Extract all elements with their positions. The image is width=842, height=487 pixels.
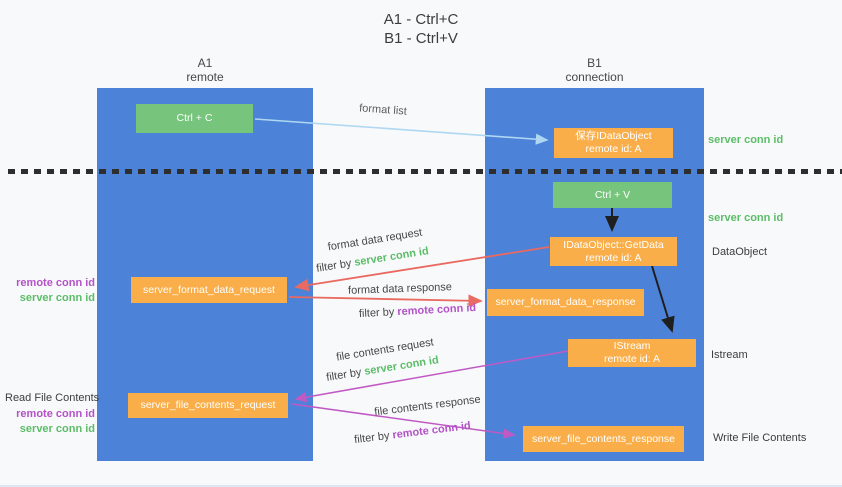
- server-conn-id-annotation-2: server conn id: [19, 423, 95, 435]
- file-contents-response-arrow: [291, 403, 516, 439]
- server-file-contents-request-node: server_file_contents_request: [128, 393, 288, 418]
- remote-conn-id-annotation-2: remote conn id: [16, 408, 95, 420]
- istream-annotation: Istream: [711, 349, 748, 361]
- getdata-line2: remote id: A: [585, 251, 642, 264]
- server-format-data-response-label: server_format_data_response: [495, 296, 636, 308]
- format-request-conn-id-block: remote conn id server conn id: [5, 276, 95, 306]
- server-file-contents-request-label: server_file_contents_request: [140, 399, 276, 411]
- getdata-to-istream-arrow: [651, 265, 675, 333]
- remote-conn-id-annotation-1: remote conn id: [16, 277, 95, 289]
- format-data-request-arrow: [294, 246, 550, 292]
- title-line-1: A1 - Ctrl+C: [383, 11, 459, 28]
- filter-by-text-2: filter by: [358, 306, 395, 321]
- server-format-data-request-node: server_format_data_request: [131, 277, 287, 303]
- diagram-title: A1 - Ctrl+C B1 - Ctrl+V: [0, 10, 842, 48]
- server-conn-id-annotation-mid: server conn id: [708, 212, 784, 224]
- server-file-contents-response-node: server_file_contents_response: [523, 426, 684, 452]
- istream-line2: remote id: A: [603, 353, 661, 365]
- left-column-name: A1: [197, 56, 213, 70]
- save-idataobject-line1: 保存IDataObject: [575, 130, 652, 142]
- right-column-header: B1 connection: [485, 56, 704, 84]
- read-file-contents-annotation: Read File Contents: [5, 392, 100, 404]
- machine-separator-dashed-line: [8, 169, 842, 174]
- server-file-contents-response-label: server_file_contents_response: [531, 432, 675, 445]
- write-file-contents-annotation: Write File Contents: [713, 432, 807, 444]
- ctrl-v-node: Ctrl + V: [553, 182, 672, 208]
- file-contents-request-arrow: [294, 350, 569, 403]
- right-column-name: B1: [587, 56, 602, 70]
- idataobject-getdata-node: IDataObject::GetData remote id: A: [550, 237, 677, 266]
- server-conn-id-annotation-1: server conn id: [19, 292, 95, 304]
- istream-line1: IStream: [613, 340, 651, 352]
- ctrl-c-node: Ctrl + C: [136, 104, 253, 133]
- ctrl-v-label: Ctrl + V: [594, 188, 631, 201]
- format-list-arrow: [254, 118, 549, 145]
- left-column-header: A1 remote: [97, 56, 313, 84]
- ctrl-c-label: Ctrl + C: [176, 112, 213, 124]
- file-request-conn-id-block: remote conn id server conn id: [5, 407, 95, 437]
- dataobject-annotation: DataObject: [712, 246, 768, 258]
- right-column-role: connection: [565, 70, 624, 84]
- save-idataobject-node: 保存IDataObject remote id: A: [554, 128, 673, 158]
- getdata-line1: IDataObject::GetData: [563, 238, 664, 251]
- left-column-role: remote: [186, 70, 224, 84]
- server-format-data-request-label: server_format_data_request: [143, 283, 275, 296]
- format-data-response-arrow: [288, 294, 483, 308]
- save-idataobject-line2: remote id: A: [585, 143, 642, 155]
- title-line-2: B1 - Ctrl+V: [384, 30, 458, 47]
- server-format-data-response-node: server_format_data_response: [487, 289, 644, 316]
- istream-node: IStream remote id: A: [568, 339, 696, 367]
- server-conn-id-annotation-top: server conn id: [708, 134, 784, 146]
